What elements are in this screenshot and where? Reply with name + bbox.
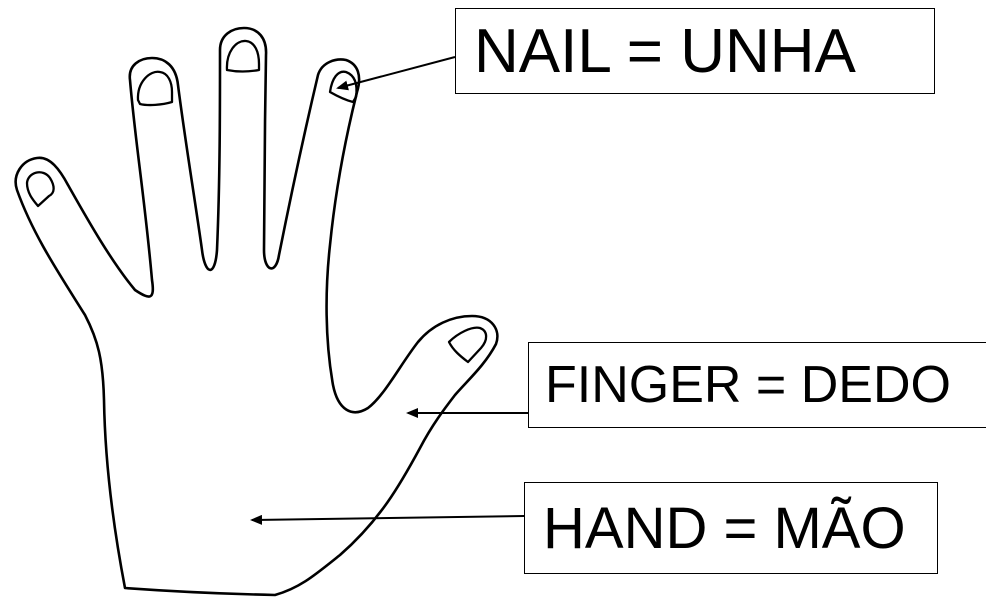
thumb-nail — [449, 328, 486, 362]
nail-label-box: NAIL = UNHA — [455, 8, 935, 94]
middle-finger-nail — [227, 41, 259, 72]
finger-label: FINGER = DEDO — [545, 355, 951, 415]
hand-label-box: HAND = MÃO — [524, 482, 938, 574]
finger-label-box: FINGER = DEDO — [528, 342, 986, 428]
ring-finger-nail — [138, 72, 172, 105]
pinky-nail — [27, 172, 54, 206]
hand-outline — [16, 28, 498, 595]
nail-label: NAIL = UNHA — [474, 16, 856, 87]
nail-arrow — [338, 57, 455, 88]
hand-label: HAND = MÃO — [543, 495, 906, 562]
hand-arrow — [252, 516, 524, 520]
